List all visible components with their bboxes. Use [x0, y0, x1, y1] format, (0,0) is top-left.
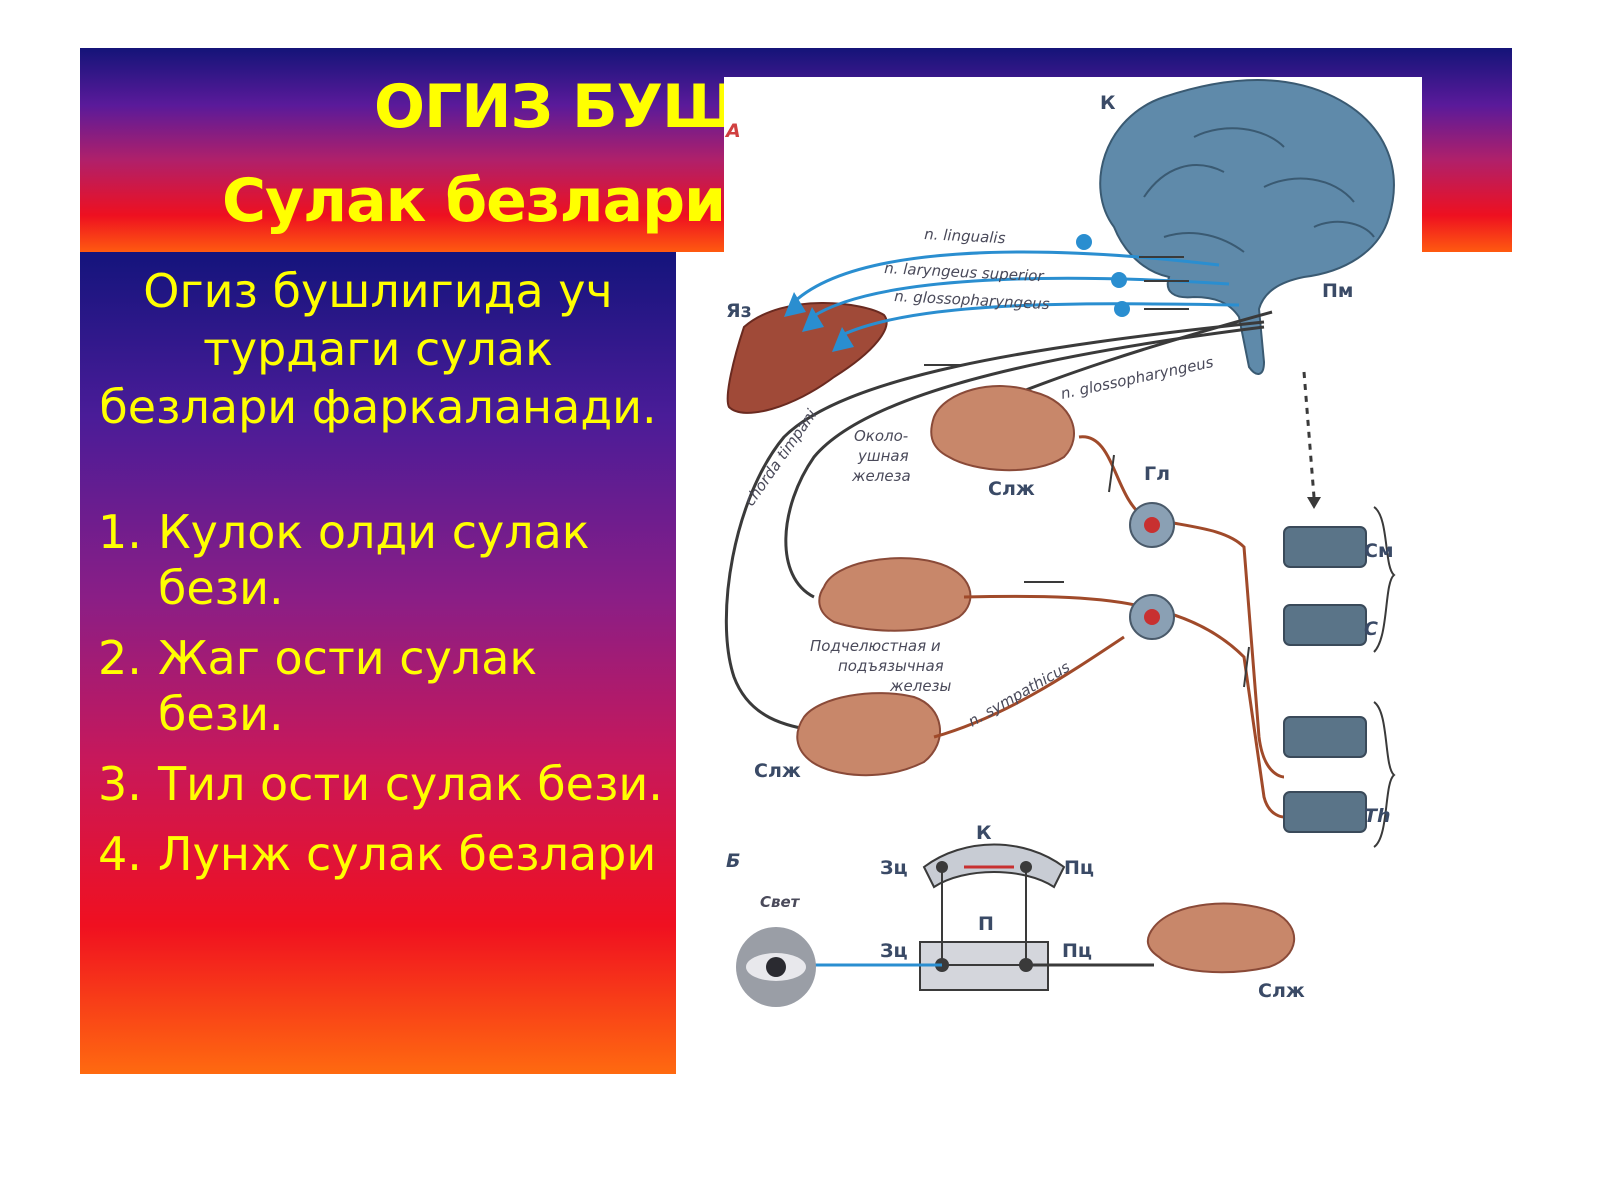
- neuron-icon: [1111, 272, 1127, 288]
- label-n-lingualis: n. lingualis: [924, 225, 1006, 247]
- label-submand: железы: [889, 677, 952, 695]
- label-slj: Слж: [754, 760, 801, 782]
- label-parotid: Около-: [854, 427, 908, 445]
- nerve-glossopharyngeus: [841, 302, 1240, 337]
- parotid-gland: [930, 385, 1075, 472]
- segment-bracket: [1373, 506, 1396, 653]
- nerve-sympathetic-parotid: [1078, 435, 1285, 779]
- label-p: П: [978, 913, 994, 935]
- arrow-icon: [1307, 497, 1321, 509]
- submandibular-gland: [818, 557, 972, 632]
- intro-text: Огиз бушлигида уч турдаги сулак безлари …: [99, 264, 657, 434]
- reflex-path: [941, 867, 1027, 966]
- label-slj: Слж: [1258, 980, 1305, 1002]
- receptor-icon: [832, 327, 854, 352]
- spinal-segment: [1283, 791, 1367, 833]
- label-th: Th: [1364, 805, 1391, 827]
- label-cm: См: [1364, 540, 1393, 562]
- label-slj: Слж: [988, 478, 1035, 500]
- list-item: 2. Жаг ости сулак бези.: [98, 630, 668, 742]
- label-submand: Подчелюстная и: [810, 637, 941, 655]
- list-number: 4.: [98, 827, 142, 881]
- label-parotid: железа: [851, 467, 911, 485]
- label-zc: Зц: [880, 857, 908, 879]
- eye-pupil: [766, 957, 786, 977]
- list-text: Жаг ости сулак бези.: [158, 631, 538, 741]
- text-panel: Огиз бушлигида уч турдаги сулак безлари …: [80, 252, 676, 1074]
- spinal-segment: [1283, 604, 1367, 646]
- brain-shape: [1099, 79, 1395, 375]
- label-ganglion: Гл: [1144, 463, 1170, 485]
- receptor-icon: [784, 292, 806, 317]
- brain-folds: [1143, 127, 1375, 253]
- neuron-icon: [1114, 301, 1130, 317]
- arrow-icon: [1108, 454, 1115, 493]
- list-item: 3. Тил ости сулак бези.: [98, 756, 668, 812]
- list-text: Тил ости сулак бези.: [158, 757, 663, 811]
- arrow-icon: [1243, 646, 1250, 688]
- ganglion-core: [1144, 517, 1160, 533]
- list-number: 1.: [98, 505, 142, 559]
- label-pc: Пц: [1064, 857, 1094, 879]
- label-pc: Пц: [1062, 940, 1092, 962]
- label-medulla: Пм: [1322, 280, 1353, 302]
- label-sympathicus: n. sympathicus: [965, 658, 1073, 731]
- nerve-sympathicus: [933, 635, 1125, 739]
- list-number: 2.: [98, 631, 142, 685]
- spinal-segment: [1283, 526, 1367, 568]
- ganglion-core: [1144, 609, 1160, 625]
- label-panel-b: Б: [726, 850, 740, 872]
- list-text: Кулок олди сулак бези.: [158, 505, 590, 615]
- list-text: Лунж сулак безлари: [158, 827, 657, 881]
- label-chorda: chorda timpani: [741, 405, 821, 509]
- label-parotid: ушная: [857, 447, 909, 465]
- list-item: 1. Кулок олди сулак бези.: [98, 504, 668, 616]
- sublingual-gland: [796, 692, 941, 777]
- label-tongue: Яз: [726, 300, 752, 322]
- diagram-svg: А К Пм Яз n. lingualis n. laryngeus supe…: [724, 79, 1396, 1007]
- nerve-chorda-timpani: [724, 320, 1265, 734]
- receptor-icon: [802, 307, 824, 332]
- label-submand: подъязычная: [838, 657, 944, 675]
- gland-b: [1146, 902, 1295, 974]
- spinal-dotted-line: [1302, 371, 1316, 498]
- label-zc: Зц: [880, 940, 908, 962]
- spinal-segment: [1283, 716, 1367, 758]
- label-brain: К: [1100, 92, 1116, 114]
- gland-list: 1. Кулок олди сулак бези. 2. Жаг ости сула…: [98, 504, 668, 896]
- label-panel-a: А: [724, 120, 741, 142]
- label-svet: Свет: [760, 893, 801, 911]
- list-number: 3.: [98, 757, 142, 811]
- slide-title: ОГИЗ БУШ: [374, 72, 736, 142]
- list-item: 4. Лунж сулак безлари: [98, 826, 668, 882]
- segment-bracket: [1373, 701, 1396, 848]
- slide-subtitle: Сулак безлари: [222, 166, 726, 236]
- salivary-reflex-diagram: А К Пм Яз n. lingualis n. laryngeus supe…: [724, 77, 1422, 1080]
- label-n-glosso-2: n. glossopharyngeus: [1059, 353, 1215, 403]
- nerve-chorda-branch: [784, 325, 1265, 599]
- label-c: С: [1364, 618, 1378, 640]
- nerve-sympathetic-submand: [963, 594, 1285, 819]
- neuron-icon: [1076, 234, 1092, 250]
- label-k: К: [976, 822, 992, 844]
